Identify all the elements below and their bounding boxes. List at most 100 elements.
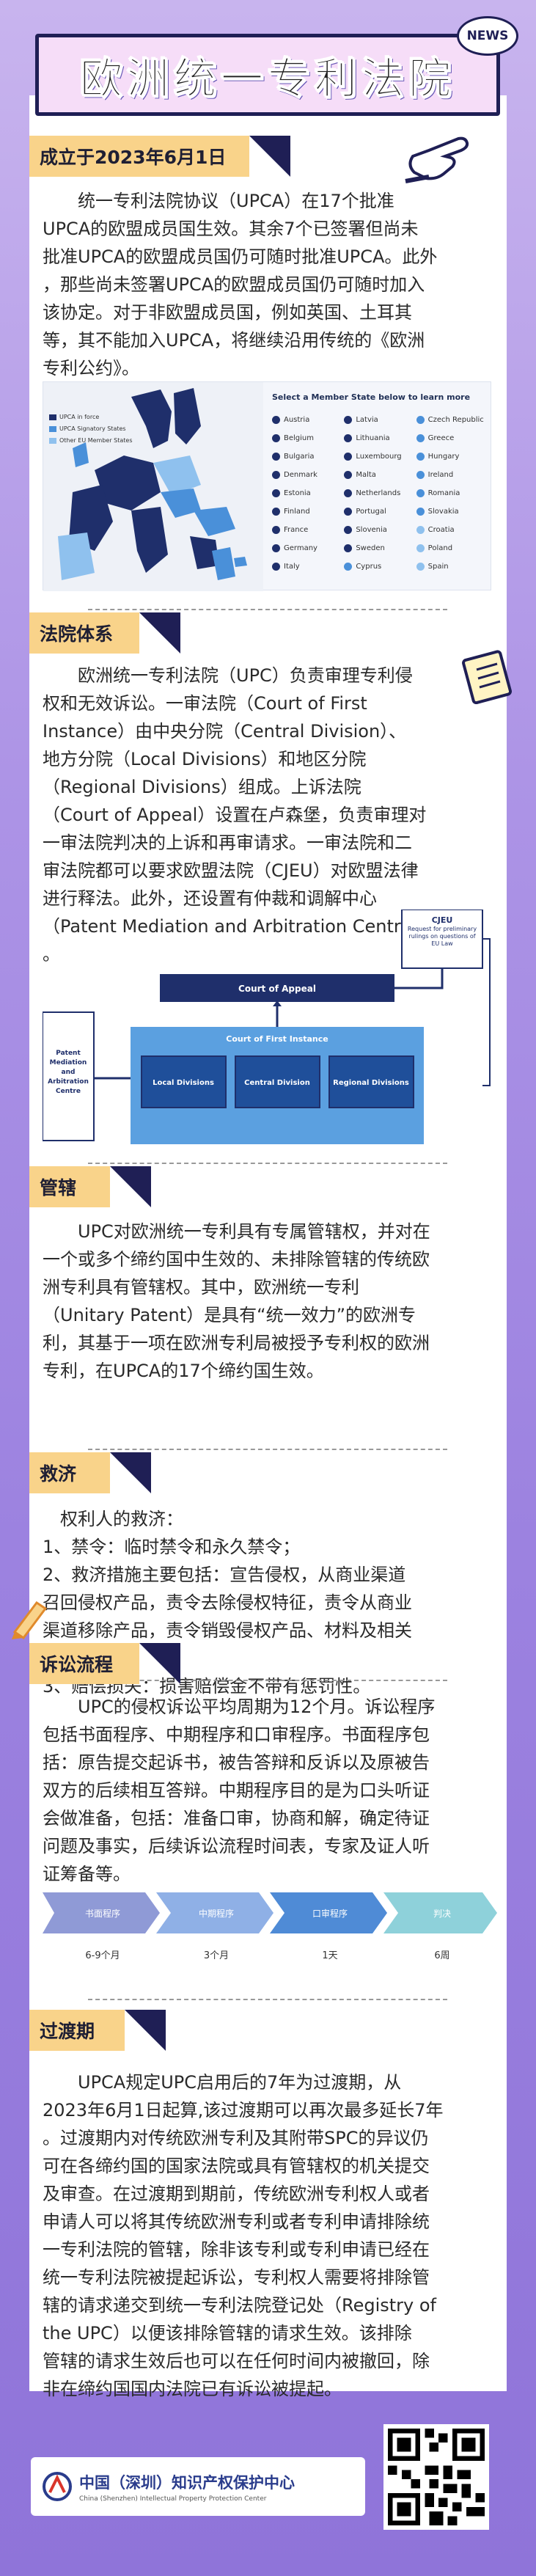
state-status-dot-icon [344,507,353,516]
member-state-item[interactable]: Croatia [416,522,488,538]
member-state-item[interactable]: France [272,522,344,538]
member-state-item[interactable]: Romania [416,485,488,501]
member-state-label: Luxembourg [356,452,402,461]
member-state-label: Poland [427,544,453,552]
court-of-first-instance-label: Court of First Instance [226,1034,328,1044]
member-state-label: Bulgaria [284,452,315,461]
member-state-item[interactable]: Sweden [344,540,416,556]
pencil-icon [12,1600,48,1639]
member-state-label: Romania [427,489,460,497]
member-state-item[interactable]: Poland [416,540,488,556]
central-division-label: Central Division [244,1079,310,1087]
state-status-dot-icon [344,452,353,461]
procedure-timeline: 书面程序 中期程序 口审程序 判决 6-9个月 3个月 1天 6周 [43,1892,497,1961]
section-body-procedure: UPC的侵权诉讼平均周期为12个月。诉讼程序 包括书面程序、中期程序和口审程序。… [43,1697,436,1884]
member-state-label: Croatia [427,525,455,534]
state-status-dot-icon [344,433,353,442]
member-state-item[interactable]: Luxembourg [344,448,416,464]
state-status-dot-icon [272,415,280,424]
court-of-appeal-label: Court of Appeal [238,984,316,994]
eu-member-map: UPCA in force UPCA Signatory States Othe… [43,381,491,591]
member-state-label: Germany [284,544,317,552]
member-state-label: France [284,525,309,534]
member-state-item[interactable]: Lithuania [344,430,416,446]
member-state-item[interactable]: Italy [272,558,344,574]
member-state-label: Greece [427,433,455,442]
member-state-item[interactable]: Cyprus [344,558,416,574]
states-title: Select a Member State below to learn mor… [272,392,471,402]
section-header-transition: 过渡期 [29,2010,166,2051]
org-emblem-icon [43,2472,72,2501]
section-body-remedies: 权利人的救济： 1、禁令：临时禁令和永久禁令； 2、救济措施主要包括：宣告侵权，… [43,1509,412,1697]
member-state-item[interactable]: Hungary [416,448,488,464]
state-status-dot-icon [272,470,280,479]
member-state-label: Spain [427,562,449,571]
member-state-item[interactable]: Netherlands [344,485,416,501]
member-state-item[interactable]: Austria [272,411,344,428]
section-header-court-system: 法院体系 [29,612,180,654]
qr-code[interactable] [383,2424,489,2530]
member-state-item[interactable]: Finland [272,503,344,519]
state-status-dot-icon [272,507,280,516]
member-state-label: Cyprus [356,562,382,571]
member-state-item[interactable]: Bulgaria [272,448,344,464]
member-state-label: Hungary [427,452,460,461]
divider [88,1163,447,1164]
section-body-court-system: 欧洲统一专利法院（UPC）负责审理专利侵 权和无效诉讼。一审法院（Court o… [43,665,430,965]
member-state-label: Austria [284,415,310,424]
state-status-dot-icon [272,525,280,534]
member-state-item[interactable]: Germany [272,540,344,556]
org-logo: 中国（深圳）知识产权保护中心 China (Shenzhen) Intellec… [31,2457,365,2516]
member-state-label: Ireland [427,470,454,479]
state-status-dot-icon [344,470,353,479]
qr-code-icon [388,2429,485,2525]
member-state-item[interactable]: Belgium [272,430,344,446]
divider [88,609,447,610]
member-state-item[interactable]: Malta [344,466,416,483]
member-state-item[interactable]: Spain [416,558,488,574]
member-state-label: Malta [356,470,376,479]
state-status-dot-icon [416,470,425,479]
member-state-item[interactable]: Slovenia [344,522,416,538]
section-header-established: 成立于2023年6月1日 [29,136,290,177]
member-state-item[interactable]: Denmark [272,466,344,483]
news-badge: NEWS [457,16,518,56]
section-header-procedure: 诉讼流程 [29,1643,180,1684]
time-oral: 1天 [322,1950,337,1961]
state-status-dot-icon [344,489,353,497]
member-state-label: Italy [284,562,300,571]
section-header-jurisdiction: 管辖 [29,1166,151,1207]
member-state-item[interactable]: Czech Republic [416,411,488,428]
court-structure-diagram: CJEU Request for preliminary rulings on … [43,910,491,1144]
state-status-dot-icon [416,562,425,571]
time-interim: 3个月 [204,1950,229,1961]
member-state-label: Finland [284,507,310,516]
pmac-label: Patent Mediation and Arbitration Centre [48,1050,89,1095]
member-state-item[interactable]: Estonia [272,485,344,501]
state-status-dot-icon [344,544,353,552]
map-legend: UPCA in force UPCA Signatory States Othe… [49,411,133,447]
member-state-item[interactable]: Ireland [416,466,488,483]
member-state-item[interactable]: Latvia [344,411,416,428]
page-title: 欧洲统一专利法院 [79,54,455,104]
step-interim: 中期程序 [199,1908,234,1919]
state-status-dot-icon [272,433,280,442]
state-status-dot-icon [272,489,280,497]
europe-map-image [43,382,263,591]
member-state-item[interactable]: Slovakia [416,503,488,519]
member-state-item[interactable]: Portugal [344,503,416,519]
state-status-dot-icon [416,452,425,461]
org-name-en: China (Shenzhen) Intellectual Property P… [79,2495,267,2503]
state-status-dot-icon [344,415,353,424]
member-state-label: Slovakia [427,507,459,516]
state-status-dot-icon [272,452,280,461]
member-state-label: Latvia [356,415,378,424]
member-state-label: Sweden [356,544,385,552]
time-decision: 6周 [434,1950,449,1961]
state-status-dot-icon [416,525,425,534]
section-body-transition: UPCA规定UPC启用后的7年为过渡期，从 2023年6月1日起算,该过渡期可以… [43,2072,444,2399]
time-written: 6-9个月 [85,1950,120,1961]
member-state-item[interactable]: Greece [416,430,488,446]
member-state-label: Portugal [356,507,386,516]
